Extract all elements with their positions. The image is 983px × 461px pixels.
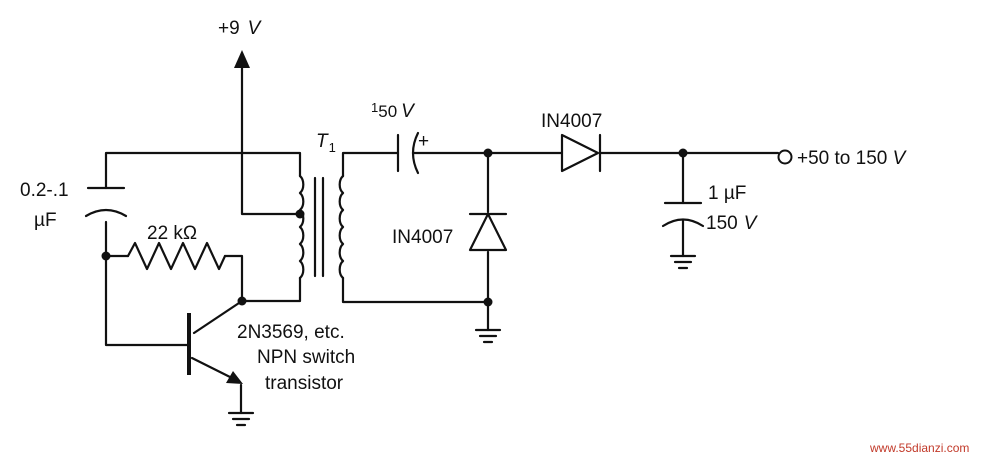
watermark: www.55dianzi.com bbox=[869, 441, 969, 455]
junction-dot bbox=[678, 148, 688, 158]
wires bbox=[104, 63, 780, 415]
collector-lead bbox=[192, 299, 244, 335]
shunt-diode-label: IN4007 bbox=[392, 227, 453, 248]
output-terminal bbox=[777, 149, 793, 165]
transformer-t1 bbox=[298, 174, 345, 280]
resistor-label: 22 kΩ bbox=[147, 223, 197, 244]
secondary-bottom-wire bbox=[341, 276, 490, 304]
junction-dot bbox=[101, 251, 111, 261]
npn-transistor bbox=[187, 313, 243, 384]
ground-symbol-rectifier bbox=[474, 328, 502, 344]
output-cap-label-line1: 1 µF bbox=[708, 183, 746, 204]
resistor-right-lead bbox=[223, 254, 244, 303]
output-capacitor bbox=[661, 201, 705, 228]
shunt-diode bbox=[468, 212, 508, 252]
series-diode bbox=[560, 133, 602, 173]
resistor-22k bbox=[126, 241, 227, 271]
ground-symbol-output bbox=[669, 254, 697, 270]
timing-cap-label-line1: 0.2-.1 bbox=[20, 180, 69, 201]
timing-cap-label-line2: µF bbox=[34, 210, 57, 231]
secondary-top-wire bbox=[341, 151, 400, 178]
junction-dot bbox=[483, 148, 493, 158]
junction-dot bbox=[237, 296, 247, 306]
coupling-cap-polarity: + bbox=[418, 131, 429, 152]
series-diode-label: IN4007 bbox=[541, 111, 602, 132]
junction-dot bbox=[483, 297, 493, 307]
ground-symbol-transistor bbox=[227, 411, 255, 427]
supply-arrow bbox=[234, 50, 250, 68]
transformer-label: T1 bbox=[316, 131, 336, 155]
primary-bottom-wire bbox=[240, 276, 302, 303]
output-voltage-label: +50 to 150 V bbox=[797, 148, 908, 169]
transistor-label-line2: NPN switch bbox=[257, 347, 355, 368]
transistor-label-line3: transistor bbox=[265, 373, 344, 394]
timing-capacitor bbox=[84, 186, 128, 218]
transistor-label-line1: 2N3569, etc. bbox=[237, 322, 345, 343]
primary-top-wire bbox=[104, 151, 302, 190]
supply-wire bbox=[240, 63, 302, 216]
base-wire bbox=[104, 220, 191, 347]
coupling-capacitor bbox=[396, 131, 420, 175]
